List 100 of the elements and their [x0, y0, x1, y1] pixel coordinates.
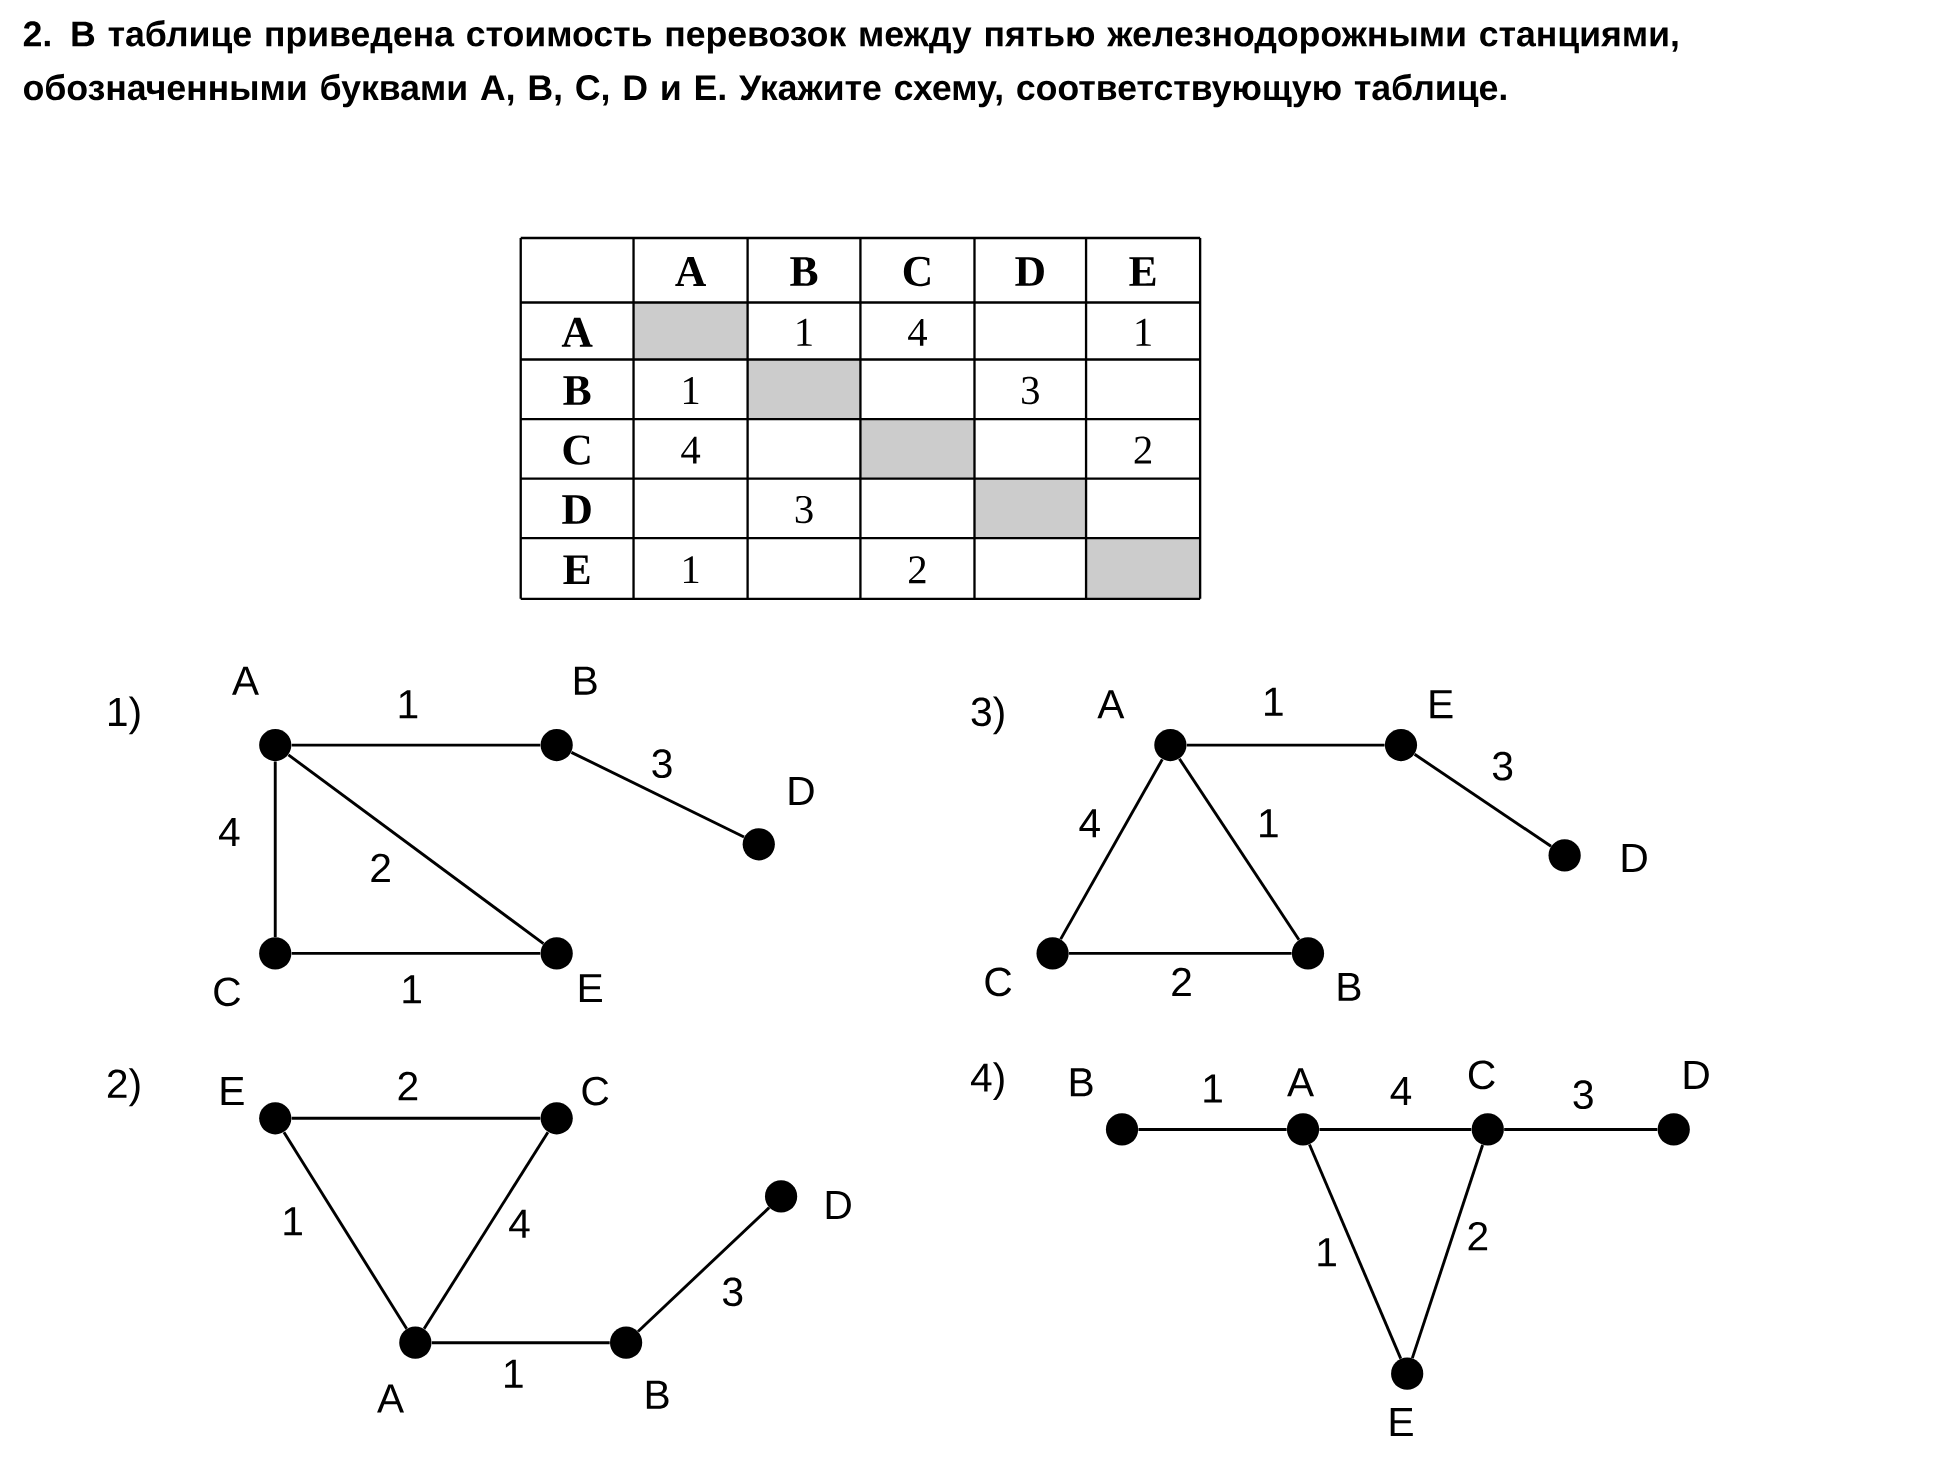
vertex-label: E — [1430, 690, 1453, 719]
edge-line — [1308, 1144, 1403, 1360]
edge-line — [1178, 758, 1301, 941]
edge-label: 4 — [1390, 1077, 1412, 1106]
table-cell: 2 — [909, 556, 926, 584]
edge-line — [431, 1341, 610, 1345]
edge-line — [1186, 743, 1385, 747]
vertex-label: A — [1097, 690, 1125, 719]
edge-label: 4 — [1079, 809, 1100, 838]
table-header: E — [1129, 257, 1156, 286]
edge-line — [1069, 951, 1292, 955]
table-header: D — [562, 495, 591, 524]
vertex-label: B — [574, 666, 597, 695]
table-cell: 3 — [1022, 376, 1039, 405]
edge-label: 1 — [1204, 1074, 1222, 1103]
vertex-dot — [1471, 1113, 1504, 1146]
table-header: D — [1015, 257, 1044, 286]
vertex-label: C — [214, 977, 240, 1007]
table-cell: 2 — [1134, 436, 1151, 464]
vertex-dot — [1391, 1357, 1424, 1390]
vertex-dot — [1105, 1113, 1139, 1146]
edge-line — [1319, 1128, 1472, 1131]
table-cell: 4 — [681, 436, 701, 464]
option-number: 3) — [971, 696, 1004, 735]
edge-label: 1 — [1260, 809, 1278, 838]
vertex-dot — [742, 828, 775, 861]
option-number: 1) — [109, 696, 140, 735]
option-number: 4) — [971, 1062, 1004, 1101]
edge-label: 2 — [1468, 1221, 1488, 1251]
table-cell: 1 — [684, 556, 699, 584]
table-header: C — [563, 435, 590, 465]
vertex-dot — [259, 729, 292, 762]
vertex-dot — [399, 1326, 432, 1359]
edge-line — [273, 761, 277, 937]
table-header: B — [563, 376, 591, 405]
vertex-label: D — [826, 1191, 851, 1220]
vertex-label: E — [1390, 1408, 1413, 1437]
vertex-dot — [1036, 937, 1069, 970]
edge-line — [291, 743, 541, 747]
edge-line — [291, 1116, 541, 1120]
vertex-dot — [540, 1102, 573, 1135]
edge-line — [1410, 1144, 1484, 1359]
edge-line — [1504, 1128, 1658, 1131]
edge-label: 4 — [509, 1209, 530, 1238]
vertex-dot — [1154, 729, 1187, 762]
table-header: A — [561, 317, 593, 347]
table-cell: 1 — [1136, 318, 1151, 346]
edge-line — [1059, 758, 1164, 940]
vertex-dot — [1384, 729, 1418, 762]
vertex-dot — [1291, 937, 1325, 970]
edge-line — [291, 951, 541, 955]
edge-label: 1 — [1265, 687, 1283, 716]
table-header: E — [563, 555, 590, 584]
vertex-dot — [540, 729, 573, 762]
vertex-dot — [1657, 1113, 1690, 1146]
edge-label: 1 — [403, 975, 421, 1004]
edge-label: 3 — [1492, 751, 1513, 781]
edge-label: 3 — [652, 749, 672, 779]
table-cell: 1 — [684, 377, 699, 404]
edge-line — [287, 753, 545, 945]
vertex-dot — [540, 937, 573, 970]
edge-line — [1138, 1128, 1287, 1131]
table-header: A — [675, 257, 706, 286]
vertex-label: B — [1070, 1068, 1093, 1097]
edge-line — [282, 1131, 408, 1330]
vertex-label: B — [1338, 972, 1361, 1001]
edge-line — [637, 1206, 771, 1333]
edge-label: 4 — [219, 817, 240, 846]
vertex-dot — [764, 1180, 798, 1213]
edge-label: 3 — [1573, 1080, 1593, 1110]
table-header: C — [903, 256, 930, 287]
vertex-dot — [1548, 839, 1581, 872]
vertex-dot — [259, 937, 292, 970]
edge-label: 1 — [1318, 1238, 1336, 1267]
vertex-label: E — [221, 1077, 244, 1106]
vertex-label: A — [1287, 1068, 1315, 1097]
question-text: 2. В таблице приведена стоимость перевозок между пятью железнодорожными станциями, обозначенными буквами A, B, C, D и E. Укажите схему, соответствующую таблице. — [23, 20, 1678, 108]
table-cell: 1 — [797, 318, 812, 346]
edge-label: 2 — [371, 853, 390, 883]
edge-label: 1 — [399, 690, 418, 719]
edge-label: 1 — [505, 1359, 523, 1388]
vertex-label: E — [579, 974, 602, 1003]
edge-label: 2 — [1172, 967, 1191, 997]
vertex-dot — [610, 1326, 643, 1359]
option-number: 2) — [107, 1068, 140, 1107]
vertex-label: C — [582, 1076, 609, 1106]
vertex-label: D — [1622, 844, 1647, 872]
table-cell: 4 — [908, 318, 927, 346]
table-header: B — [790, 257, 818, 286]
vertex-label: D — [789, 777, 814, 805]
edge-line — [422, 1131, 550, 1330]
edge-label: 3 — [722, 1277, 743, 1307]
table-cell: 3 — [795, 495, 813, 524]
vertex-label: D — [1684, 1060, 1709, 1089]
vertex-label: C — [985, 967, 1012, 997]
vertex-dot — [259, 1102, 292, 1135]
vertex-label: A — [377, 1384, 404, 1413]
vertex-label: B — [646, 1380, 669, 1409]
vertex-label: C — [1468, 1060, 1495, 1090]
vertex-label: A — [232, 666, 259, 695]
